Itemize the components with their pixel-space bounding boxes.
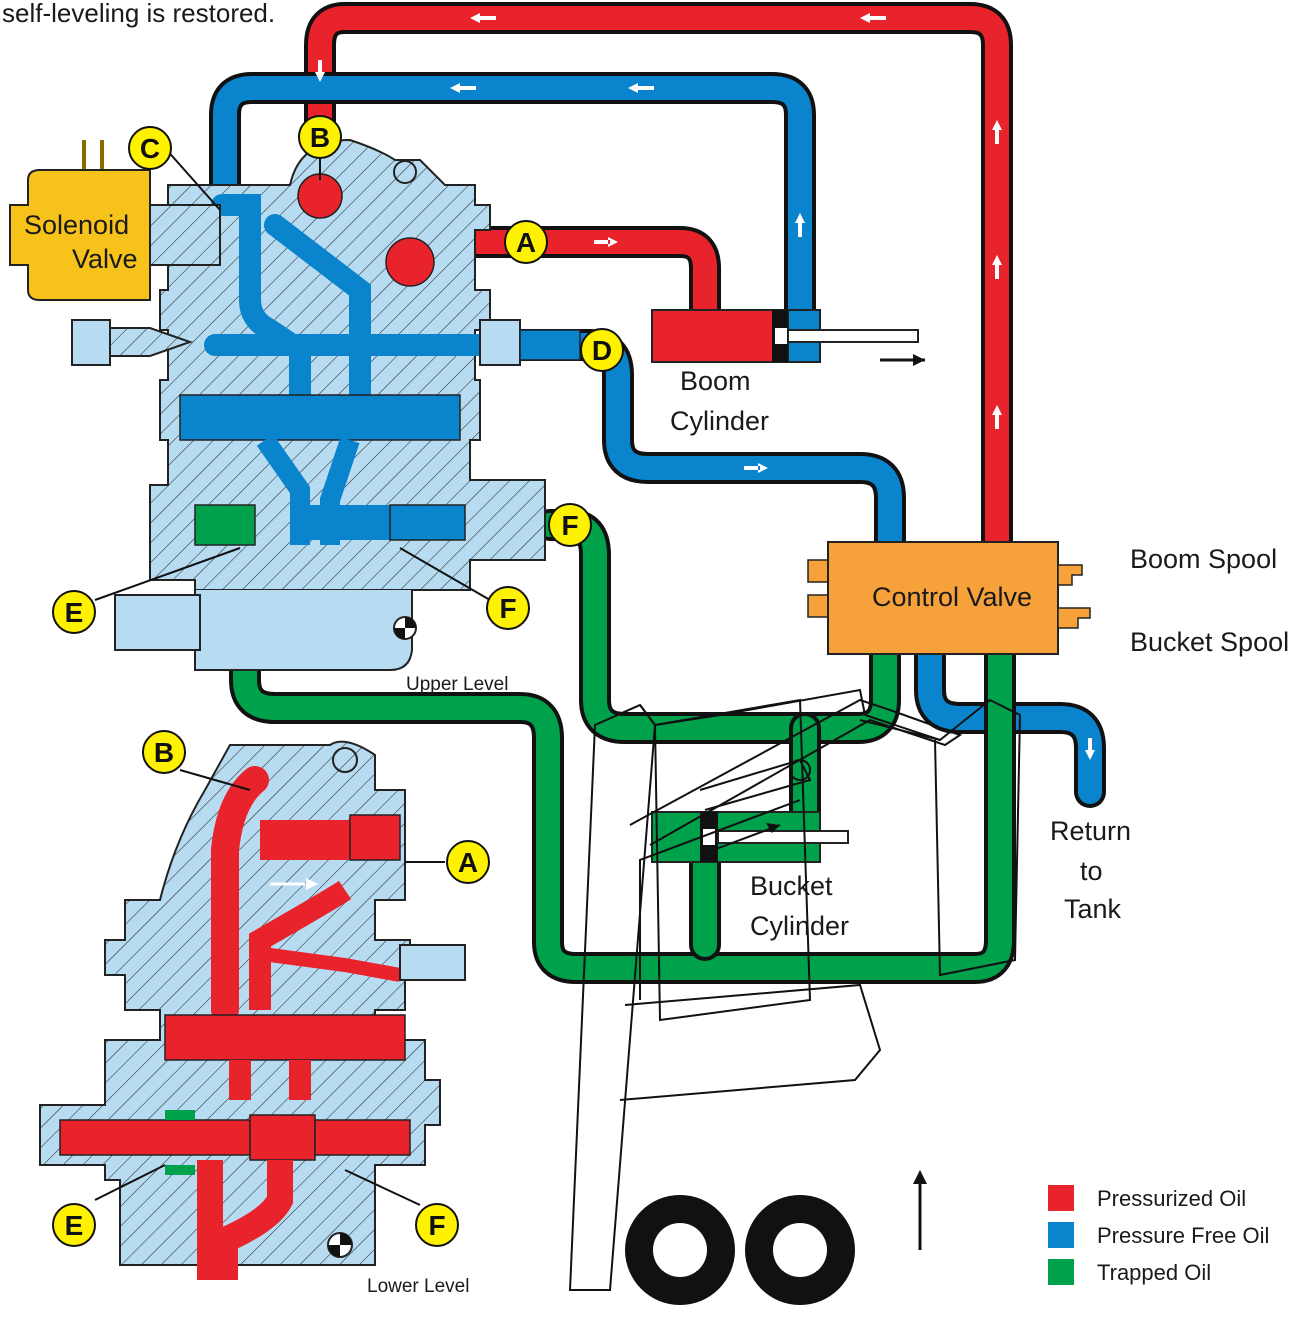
- callout-leaders: [94, 147, 491, 1206]
- pressurized-line-top: [304, 2, 1013, 561]
- svg-text:A: A: [458, 847, 478, 878]
- marker-f-upper: F: [486, 586, 530, 630]
- legend-swatch-pressure-free: [1048, 1222, 1074, 1248]
- legend-label-pressurized: Pressurized Oil: [1097, 1186, 1246, 1211]
- return-label-1: Return: [1050, 816, 1131, 846]
- legend: Pressurized Oil Pressure Free Oil Trappe…: [1048, 1185, 1269, 1285]
- legend-label-pressure-free: Pressure Free Oil: [1097, 1223, 1269, 1248]
- svg-text:C: C: [140, 133, 160, 164]
- pressure-free-line-top: [209, 72, 816, 326]
- solenoid-label-1: Solenoid: [24, 210, 129, 240]
- pressurized-line-a: [404, 226, 721, 326]
- return-to-tank-label: Return to Tank: [1050, 816, 1131, 924]
- header-text: self-leveling is restored.: [2, 0, 275, 28]
- boom-cylinder-label-1: Boom: [680, 366, 751, 396]
- bucket-cylinder: Bucket Cylinder: [651, 811, 849, 941]
- marker-e-lower: E: [52, 1203, 96, 1247]
- lower-valve-block: [39, 740, 466, 1280]
- callout-markers: C B A D F E F B A E F: [52, 115, 624, 1247]
- marker-a-upper: A: [504, 220, 548, 264]
- return-label-3: Tank: [1064, 894, 1122, 924]
- solenoid-valve: Solenoid Valve: [9, 140, 221, 301]
- marker-f-lower: F: [415, 1203, 459, 1247]
- solenoid-label-2: Valve: [72, 244, 138, 274]
- boom-spool-label: Boom Spool: [1130, 544, 1277, 574]
- svg-text:F: F: [499, 593, 516, 624]
- lift-arrow-head: [913, 1170, 927, 1184]
- bucket-spool-label: Bucket Spool: [1130, 627, 1289, 657]
- boom-cylinder: Boom Cylinder: [651, 309, 925, 436]
- marker-f-pipe: F: [548, 503, 592, 547]
- marker-e-upper: E: [52, 590, 96, 634]
- boom-cylinder-label-2: Cylinder: [670, 406, 769, 436]
- svg-text:D: D: [592, 335, 612, 366]
- svg-text:E: E: [65, 597, 84, 628]
- lower-level-label: Lower Level: [367, 1276, 469, 1297]
- loader-arrow-head: [766, 823, 780, 833]
- marker-b-lower: B: [142, 730, 186, 774]
- skid-steer-illustration: [568, 688, 1022, 1291]
- control-valve-label: Control Valve: [872, 582, 1032, 612]
- upper-level-label: Upper Level: [406, 674, 508, 695]
- svg-text:F: F: [428, 1210, 445, 1241]
- marker-d: D: [580, 328, 624, 372]
- svg-text:E: E: [65, 1210, 84, 1241]
- bucket-cylinder-label-1: Bucket: [750, 871, 833, 901]
- control-valve: Control Valve: [807, 541, 1091, 655]
- svg-text:B: B: [154, 737, 174, 768]
- marker-a-lower: A: [446, 840, 490, 884]
- return-label-2: to: [1080, 856, 1103, 886]
- loader-wheels: [625, 1195, 855, 1305]
- marker-c: C: [128, 126, 172, 170]
- legend-swatch-pressurized: [1048, 1185, 1074, 1211]
- legend-label-trapped: Trapped Oil: [1097, 1260, 1211, 1285]
- svg-text:B: B: [310, 122, 330, 153]
- legend-swatch-trapped: [1048, 1259, 1074, 1285]
- upper-valve-block: [71, 138, 581, 671]
- marker-b-upper: B: [298, 115, 342, 159]
- bucket-cylinder-label-2: Cylinder: [750, 911, 849, 941]
- svg-text:A: A: [516, 227, 536, 258]
- svg-text:F: F: [561, 510, 578, 541]
